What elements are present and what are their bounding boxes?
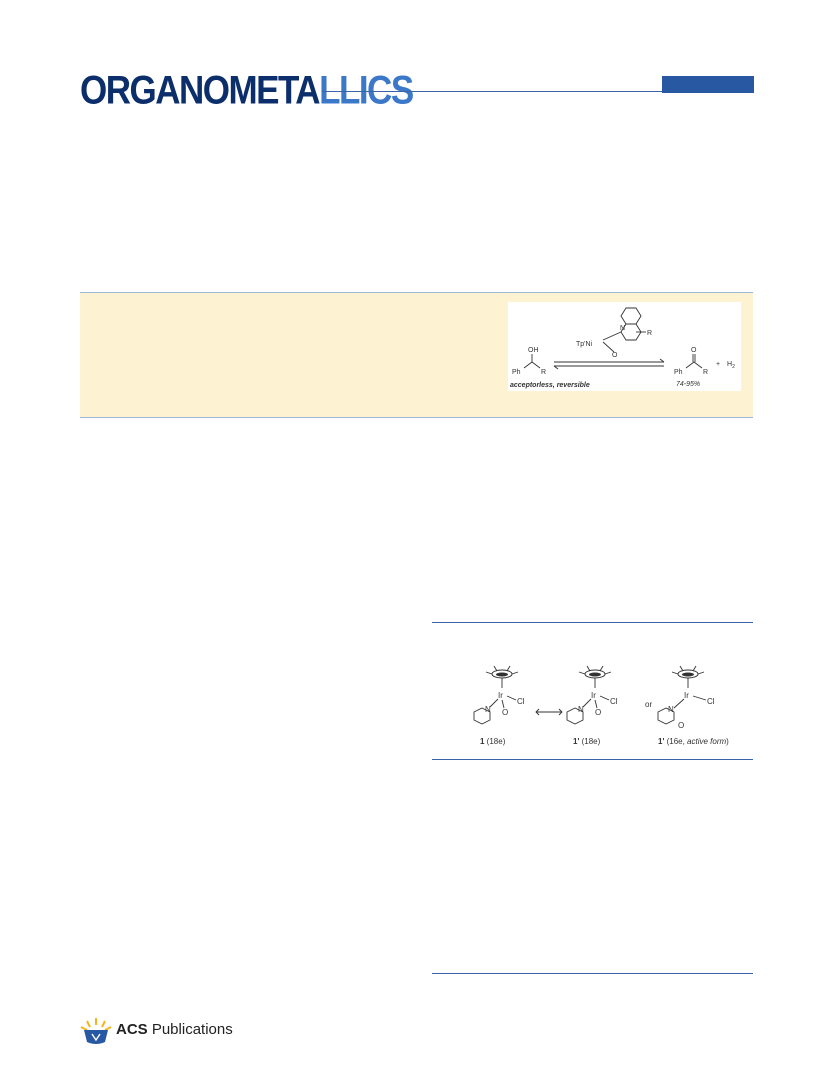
plus-sign: + <box>716 361 720 368</box>
logo-rays <box>80 1018 112 1031</box>
conditions-label: acceptorless, reversible <box>510 382 590 389</box>
toc-scheme-svg: N R Tp'Ni O OH Ph R O Ph R + H2 <box>510 307 735 389</box>
toc-graphic: N R Tp'Ni O OH Ph R O Ph R + H2 <box>508 302 741 391</box>
compound-1-prime-16e: Ir Cl N O 1' (16e, active form) <box>657 665 729 746</box>
compound-1-n: N <box>485 705 491 714</box>
header-accent-block <box>662 76 754 93</box>
compound-1-label: 1 (18e) <box>480 737 506 746</box>
figure-1-svg: Ir Cl N O 1 (18e) Ir Cl N O <box>473 665 729 746</box>
h2-label: H2 <box>727 361 735 370</box>
toc-o-label: O <box>612 352 618 359</box>
benzo-ring <box>620 307 642 325</box>
compound-1-cl: Cl <box>517 697 525 706</box>
substrate-r: R <box>541 369 546 376</box>
publisher-name-bold: ACS <box>116 1021 148 1038</box>
product-o: O <box>691 347 697 354</box>
equilibrium-arrows <box>553 358 665 370</box>
substrate-bonds <box>523 354 541 369</box>
compound-1-ir: Ir <box>498 691 503 700</box>
substrate-ph: Ph <box>512 369 521 376</box>
ni-o-bond <box>602 341 615 353</box>
toc-n-label: N <box>620 325 625 332</box>
compound-3-cl: Cl <box>707 697 715 706</box>
compound-1-o: O <box>502 708 508 717</box>
journal-logo: ORGANOMETALLICS <box>80 67 414 113</box>
quinolinone-ligand <box>602 307 646 353</box>
figure-1: Ir Cl N O 1 (18e) Ir Cl N O <box>440 652 750 752</box>
resonance-arrow <box>535 708 563 716</box>
figure-bottom-rule <box>432 759 753 760</box>
compound-2-label: 1' (18e) <box>573 737 601 746</box>
compound-2-ir: Ir <box>591 691 596 700</box>
compound-3-n: N <box>668 705 674 714</box>
product-r: R <box>703 369 708 376</box>
column-bottom-rule <box>432 973 753 974</box>
yield-label: 74-95% <box>676 381 700 388</box>
compound-2-o: O <box>595 708 601 717</box>
compound-3-o: O <box>678 721 684 730</box>
compound-1-prime-18e: Ir Cl N O 1' (18e) <box>566 665 618 746</box>
header-rule <box>322 91 662 92</box>
compound-1: Ir Cl N O 1 (18e) <box>473 665 525 746</box>
compound-3-label: 1' (16e, active form) <box>658 737 729 746</box>
compound-2-cl: Cl <box>610 697 618 706</box>
or-label: or <box>645 700 652 709</box>
journal-logo-suffix: LLICS <box>319 67 414 113</box>
logo-mark <box>91 1033 101 1042</box>
acs-logo-icon <box>78 1016 114 1046</box>
logo-shield <box>84 1030 108 1044</box>
ni-n-bond <box>602 331 622 341</box>
product-ph: Ph <box>674 369 683 376</box>
toc-r-label: R <box>647 330 652 337</box>
figure-top-rule <box>432 622 753 623</box>
product-bonds <box>685 354 703 369</box>
publisher-name: ACS Publications <box>116 1022 233 1037</box>
compound-3-ir: Ir <box>684 691 689 700</box>
substrate-oh: OH <box>528 347 539 354</box>
toc-ligand-label: Tp'Ni <box>576 341 593 348</box>
journal-logo-prefix: ORGANOMETA <box>80 67 321 113</box>
publisher-name-rest: Publications <box>147 1021 233 1038</box>
compound-2-n: N <box>578 705 584 714</box>
